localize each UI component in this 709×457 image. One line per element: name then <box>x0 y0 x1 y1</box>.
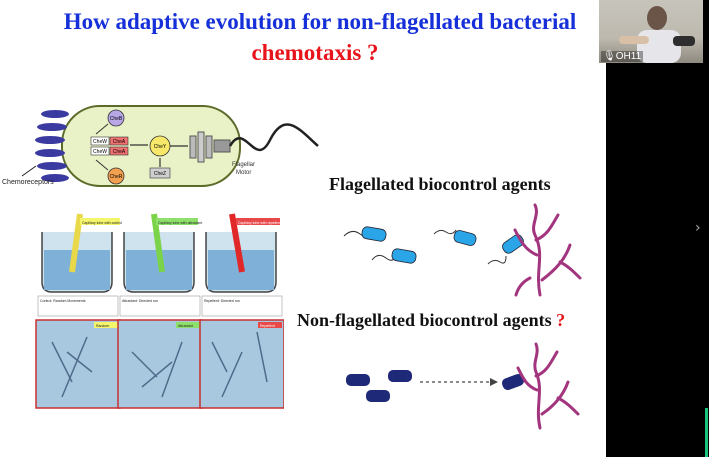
flagellated-caption: Flagellated biocontrol agents <box>329 174 551 194</box>
participant-name-tag: 🎙OH11 <box>601 51 644 62</box>
question-mark: ? <box>556 310 566 330</box>
flagellar-motor-icon <box>189 131 231 163</box>
svg-text:Repellent: Directed run: Repellent: Directed run <box>204 299 240 303</box>
slide-title-line2: chemotaxis ? <box>251 40 379 65</box>
beaker-experiment-figure: Capillary tube with control Control: Ran… <box>35 213 284 409</box>
nonflagellated-bacteria-illustration <box>346 342 580 430</box>
svg-text:CheB: CheB <box>110 116 123 122</box>
svg-text:Capillary tube with repellent: Capillary tube with repellent <box>238 221 281 225</box>
svg-text:CheR: CheR <box>110 174 123 180</box>
flagellated-bacteria-illustration <box>343 203 582 297</box>
cheb-node: CheB <box>107 109 125 127</box>
beaker-control: Capillary tube with control Control: Ran… <box>35 213 122 409</box>
svg-text:Attractant: Attractant <box>178 324 193 328</box>
chemoreceptors-label: Chemoreceptors <box>2 179 54 186</box>
svg-text:Capillary tube with attractant: Capillary tube with attractant <box>158 221 202 225</box>
svg-text:Capillary tube with control: Capillary tube with control <box>82 221 122 225</box>
svg-text:Control: Random Movements: Control: Random Movements <box>40 299 86 303</box>
svg-text:Random: Random <box>96 324 109 328</box>
chea-label-1: CheA <box>113 139 126 145</box>
meeting-sidebar <box>606 0 709 457</box>
slide-title-line1: How adaptive evolution for non-flagellat… <box>63 9 577 34</box>
fungal-hyphae-icon <box>516 342 580 430</box>
svg-text:CheY: CheY <box>154 144 167 150</box>
fungal-hyphae-icon <box>513 203 582 297</box>
cher-node: CheR <box>107 167 125 185</box>
chew-label-2: CheW <box>93 149 107 155</box>
active-speaker-indicator <box>705 408 708 457</box>
beaker-repellent: Capillary tube with repellent Repellent:… <box>199 213 284 409</box>
chea-label-2: CheA <box>113 149 126 155</box>
nonflagellated-caption: Non-flagellated biocontrol agents ? <box>297 310 566 330</box>
motor-label-line1: Flagellar <box>232 162 255 168</box>
svg-text:Repellent: Repellent <box>260 324 275 328</box>
chey-node: CheY <box>149 135 171 157</box>
motor-label-line2: Motor <box>236 170 251 176</box>
participant-video-tile[interactable]: 🎙OH11 <box>599 0 703 63</box>
microphone-icon: 🎙 <box>603 51 616 62</box>
beaker-attractant: Capillary tube with attractant Attractan… <box>117 213 203 409</box>
chemotaxis-pathway-diagram: CheB CheW CheA CheW CheA CheR CheY CheZ … <box>2 105 319 187</box>
chew-label-1: CheW <box>93 139 107 145</box>
participant-figure <box>619 6 695 63</box>
chez-label: CheZ <box>154 171 166 177</box>
svg-text:Attractant: Directed run: Attractant: Directed run <box>122 299 158 303</box>
next-page-chevron-icon[interactable]: › <box>695 220 701 236</box>
presentation-slide: How adaptive evolution for non-flagellat… <box>0 0 606 457</box>
